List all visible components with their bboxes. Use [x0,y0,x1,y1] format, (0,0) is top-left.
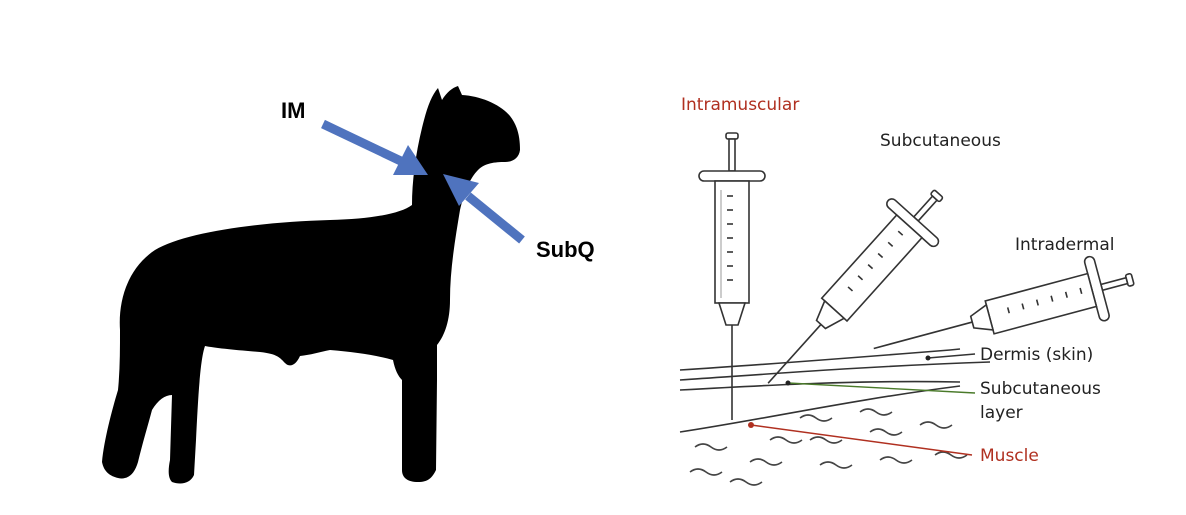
muscle-fibers [689,408,968,486]
muscle-label: Muscle [980,446,1039,466]
dermis-top-line [679,348,961,371]
subq-layer-label-line1: Subcutaneous [980,379,1101,399]
subq-bottom-line [679,385,961,433]
intramuscular-syringe [698,132,766,420]
intradermal-label: Intradermal [1015,235,1115,255]
dermis-bottom-line [679,361,991,381]
im-label: IM [281,98,305,123]
subq-layer-label-line2: layer [980,403,1023,423]
dermis-pointer [925,353,976,361]
muscle-pointer [748,422,973,456]
lamb-silhouette [102,86,520,484]
dermis-label: Dermis (skin) [980,345,1093,365]
subcutaneous-label: Subcutaneous [880,131,1001,151]
intradermal-syringe [873,255,1135,350]
intramuscular-label: Intramuscular [681,95,799,115]
subcutaneous-syringe [767,189,944,384]
im-arrow [321,119,428,175]
subq-top-line [679,380,961,391]
subq-label: SubQ [536,237,595,262]
tissue-layers [679,348,991,433]
subq-arrow [443,174,525,244]
subq-layer-pointer [785,380,976,394]
